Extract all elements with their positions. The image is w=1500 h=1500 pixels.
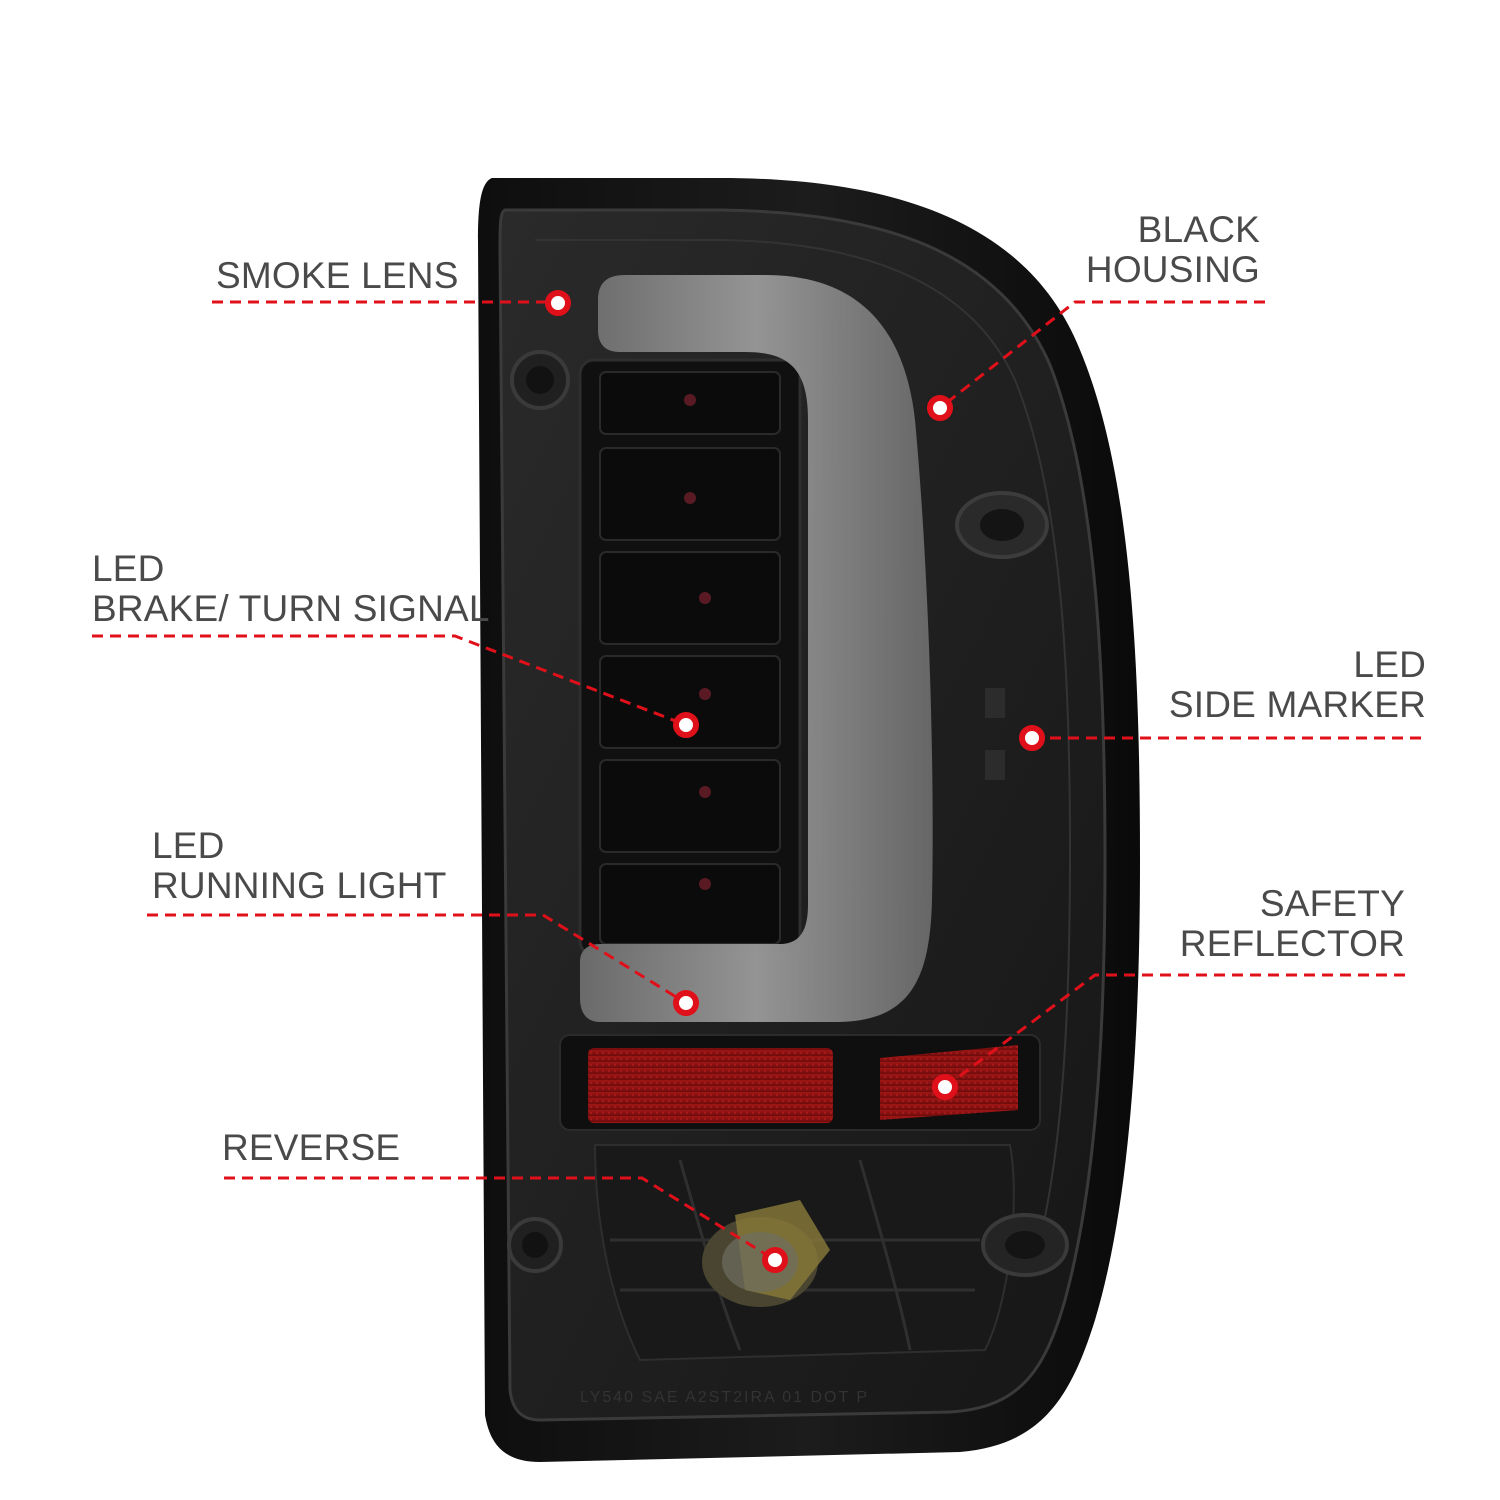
label-led-running-light: LED RUNNING LIGHT	[152, 825, 447, 906]
label-smoke-lens: SMOKE LENS	[216, 255, 459, 296]
leader-brake-turn	[92, 634, 687, 727]
leader-lines	[92, 300, 1425, 1262]
label-black-housing: BLACK HOUSING	[1085, 209, 1260, 290]
marker-running-light	[673, 990, 699, 1016]
leader-reverse	[224, 1176, 776, 1262]
leader-safety-reflector	[944, 973, 1405, 1089]
marker-brake-turn	[673, 712, 699, 738]
reverse-bulb-glass	[722, 1232, 798, 1292]
leader-black-housing	[939, 300, 1265, 410]
marker-black-housing	[927, 395, 953, 421]
side-marker-slots	[985, 688, 1005, 780]
callout-markers	[545, 290, 1045, 1273]
mounting-studs	[507, 350, 1069, 1277]
leader-running-light	[147, 913, 687, 1005]
label-reverse: REVERSE	[222, 1127, 401, 1168]
marker-side-marker	[1019, 725, 1045, 751]
lens-inner-bezel	[535, 239, 1072, 1261]
left-reflector	[588, 1048, 833, 1123]
marker-reverse	[762, 1247, 788, 1273]
label-led-brake-turn-signal: LED BRAKE/ TURN SIGNAL	[92, 548, 490, 629]
led-emitters	[684, 394, 711, 890]
running-light-bar	[580, 275, 933, 1022]
led-rows	[599, 371, 781, 945]
marker-safety-reflector	[932, 1074, 958, 1100]
label-safety-reflector: SAFETY REFLECTOR	[1179, 883, 1405, 964]
lens-molding-text: LY540 SAE A2ST2IRA 01 DOT P	[580, 1389, 869, 1406]
marker-smoke-lens	[545, 290, 571, 316]
label-led-side-marker: LED SIDE MARKER	[1168, 644, 1426, 725]
